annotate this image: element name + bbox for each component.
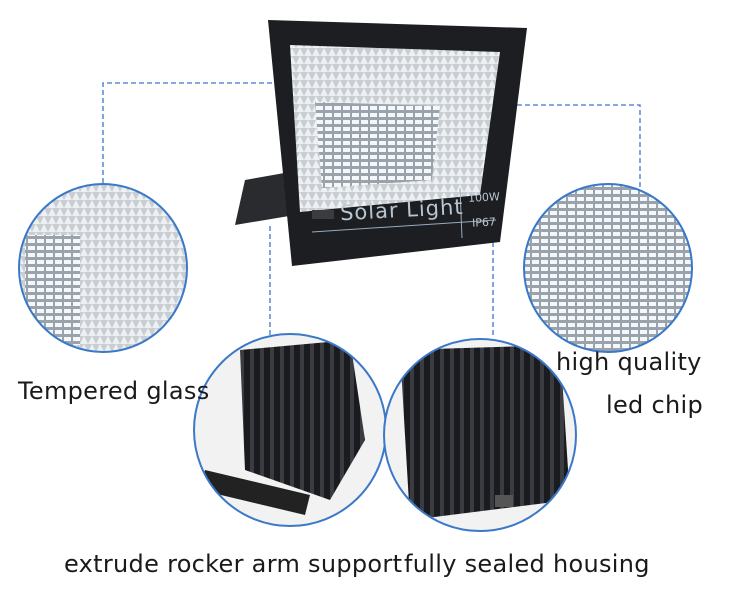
lamp-rating-text: IP67 (471, 215, 497, 230)
caption-rocker-arm: extrude rocker arm support (64, 550, 403, 578)
caption-led-chip: led chip (606, 391, 704, 419)
caption-high-quality: high quality (556, 348, 702, 376)
sealed-housing-closeup (384, 339, 576, 531)
lamp-power-text: 100W (467, 190, 501, 205)
caption-sealed-housing: fully sealed housing (404, 550, 650, 578)
led-chip-closeup (524, 184, 692, 352)
rocker-arm-closeup (194, 334, 386, 526)
closeup-ring (523, 183, 693, 353)
closeup-ring (383, 338, 577, 532)
flood-light (235, 20, 527, 266)
tempered-glass-closeup (19, 184, 187, 352)
closeup-ring (18, 183, 188, 353)
caption-tempered-glass: Tempered glass (18, 377, 210, 405)
